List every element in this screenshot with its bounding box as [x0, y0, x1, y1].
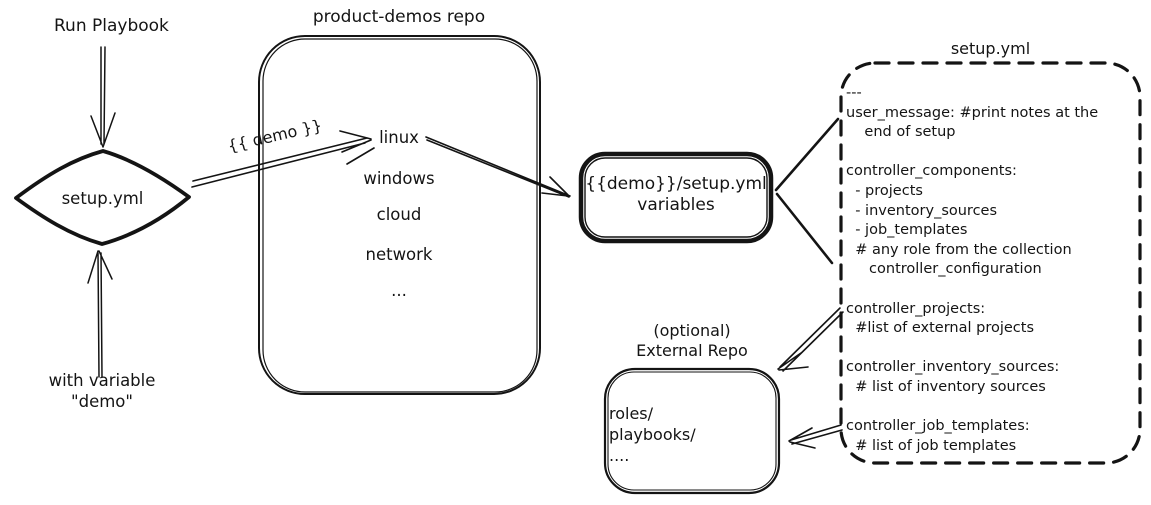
linux-to-variables-arrow [425, 136, 571, 198]
external-repo-box [603, 367, 781, 495]
setup-yml-content: --- user_message: #print notes at the en… [846, 85, 1099, 454]
with-variable-label: with variable "demo" [48, 371, 156, 411]
demo-variable-arrow [191, 130, 375, 188]
run-playbook-label: Run Playbook [54, 16, 169, 36]
repo-item-cloud: cloud [376, 205, 422, 224]
variables-to-setupyml-connector-top [774, 117, 840, 192]
variables-box-label: {{demo}}/setup.yml variables [585, 174, 767, 216]
product-demos-repo-box-inner-stroke [262, 38, 538, 393]
external-repo-box-inner-stroke [607, 371, 777, 491]
repo-item-windows: windows [363, 169, 435, 188]
repo-item-linux: linux [379, 128, 419, 147]
repo-item-network: network [365, 245, 433, 264]
setup-yml-diamond [14, 149, 191, 246]
setup-yml-diamond-label: setup.yml [61, 189, 144, 208]
run-playbook-arrow [90, 46, 116, 148]
variables-to-setupyml-connector-bottom [775, 192, 834, 265]
external-repo-label: (optional) External Repo [636, 321, 748, 360]
setup-yml-box-title: setup.yml [950, 39, 1031, 58]
projects-to-external-repo-arrow [777, 307, 844, 372]
job-templates-to-external-repo-arrow [788, 424, 843, 449]
external-repo-content: roles/ playbooks/ .... [609, 404, 696, 465]
variables-box-inner-stroke [584, 157, 768, 238]
product-demos-repo-box [258, 35, 541, 395]
with-variable-arrow [87, 250, 113, 378]
variables-box [578, 151, 774, 244]
product-demos-repo-title: product-demos repo [312, 7, 486, 27]
repo-item-ellipsis: ... [391, 281, 407, 300]
